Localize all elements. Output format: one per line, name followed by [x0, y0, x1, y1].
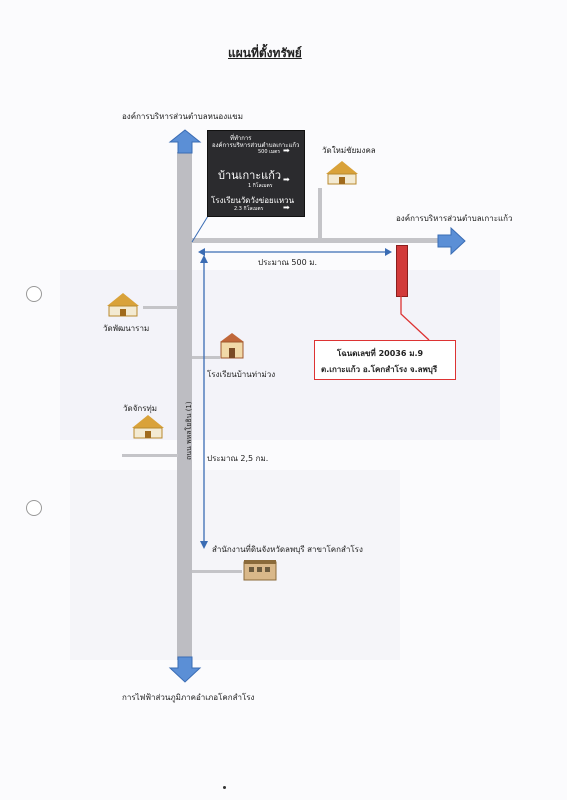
temple-icon-jakthum: [132, 415, 164, 439]
sign-pointer-arrow: ➡: [283, 146, 290, 155]
land-office-icon: [243, 560, 277, 581]
page-dot: [223, 786, 226, 789]
east-arrow: [437, 226, 466, 256]
bottom-destination-label: การไฟฟ้าส่วนภูมิภาคอำเภอโคกสำโรง: [122, 693, 255, 702]
north-arrow: [168, 129, 202, 154]
property-plot-marker: [396, 245, 408, 297]
distance-arrow-horizontal: [198, 248, 392, 256]
sign-line-7: 2.3 กิโลเมตร: [234, 206, 264, 212]
sign-line-5: 1 กิโลเมตร: [248, 183, 273, 189]
deed-line-1: โฉนดเลขที่ 20036 ม.9: [337, 349, 424, 358]
temple-icon-pattanaram: [107, 293, 139, 317]
distance-arrow-vertical: [200, 255, 208, 549]
temple-jakthum-label: วัดจักรทุ่ม: [123, 404, 158, 413]
sign-line-2: องค์การบริหารส่วนตำบลเกาะแก้ว: [212, 142, 300, 149]
deed-callout: โฉนดเลขที่ 20036 ม.9 ต.เกาะแก้ว อ.โคกสำโ…: [314, 340, 456, 380]
binder-hole-top: [26, 286, 42, 302]
branch-road-land-office: [192, 570, 242, 573]
sign-line-1: ที่ทำการ: [230, 135, 252, 142]
callout-pointer: [400, 296, 430, 341]
main-road: [177, 152, 192, 660]
temple-mai-chaimongkol-label: วัดใหม่ชัยมงคล: [322, 146, 376, 155]
map-title: แผนที่ตั้งทรัพย์: [228, 46, 302, 60]
sign-line-3: 500 เมตร: [258, 149, 281, 155]
sign-line-6: โรงเรียนวัดวังข่อยแหวน: [211, 196, 295, 205]
temple-icon-mai-chaimongkol: [326, 161, 358, 185]
school-label: โรงเรียนบ้านท่าม่วง: [207, 370, 276, 379]
side-road-east: [192, 238, 442, 243]
deed-line-2: ต.เกาะแก้ว อ.โคกสำโรง จ.ลพบุรี: [321, 365, 438, 374]
background-shading-lower: [70, 470, 400, 660]
distance-horizontal-label: ประมาณ 500 ม.: [258, 258, 318, 267]
distance-vertical-label: ประมาณ 2,5 กม.: [207, 454, 269, 463]
land-office-label: สำนักงานที่ดินจังหวัดลพบุรี สาขาโคกสำโรง: [212, 545, 363, 554]
school-icon: [220, 333, 244, 359]
branch-road-school: [192, 356, 220, 359]
temple-pattanaram-label: วัดพัฒนาราม: [103, 324, 150, 333]
right-destination-label: องค์การบริหารส่วนตำบลเกาะแก้ว: [396, 214, 513, 223]
binder-hole-bottom: [26, 500, 42, 516]
branch-road-jakthum: [122, 454, 178, 457]
top-destination-label: องค์การบริหารส่วนตำบลหนองแขม: [122, 112, 243, 121]
branch-road-temple: [318, 188, 322, 240]
road-name-label: ถนน พหลโยธิน (1): [185, 401, 193, 460]
road-sign: ที่ทำการ องค์การบริหารส่วนตำบลเกาะแก้ว 5…: [207, 130, 305, 217]
sign-pointer-arrow-2: ➡: [283, 175, 290, 184]
sign-line-4: บ้านเกาะแก้ว: [218, 169, 282, 182]
sign-pointer-arrow-3: ➡: [283, 203, 290, 212]
branch-road-pattanaram: [143, 306, 178, 309]
south-arrow: [168, 656, 202, 683]
sign-pointer-line: [191, 216, 209, 243]
